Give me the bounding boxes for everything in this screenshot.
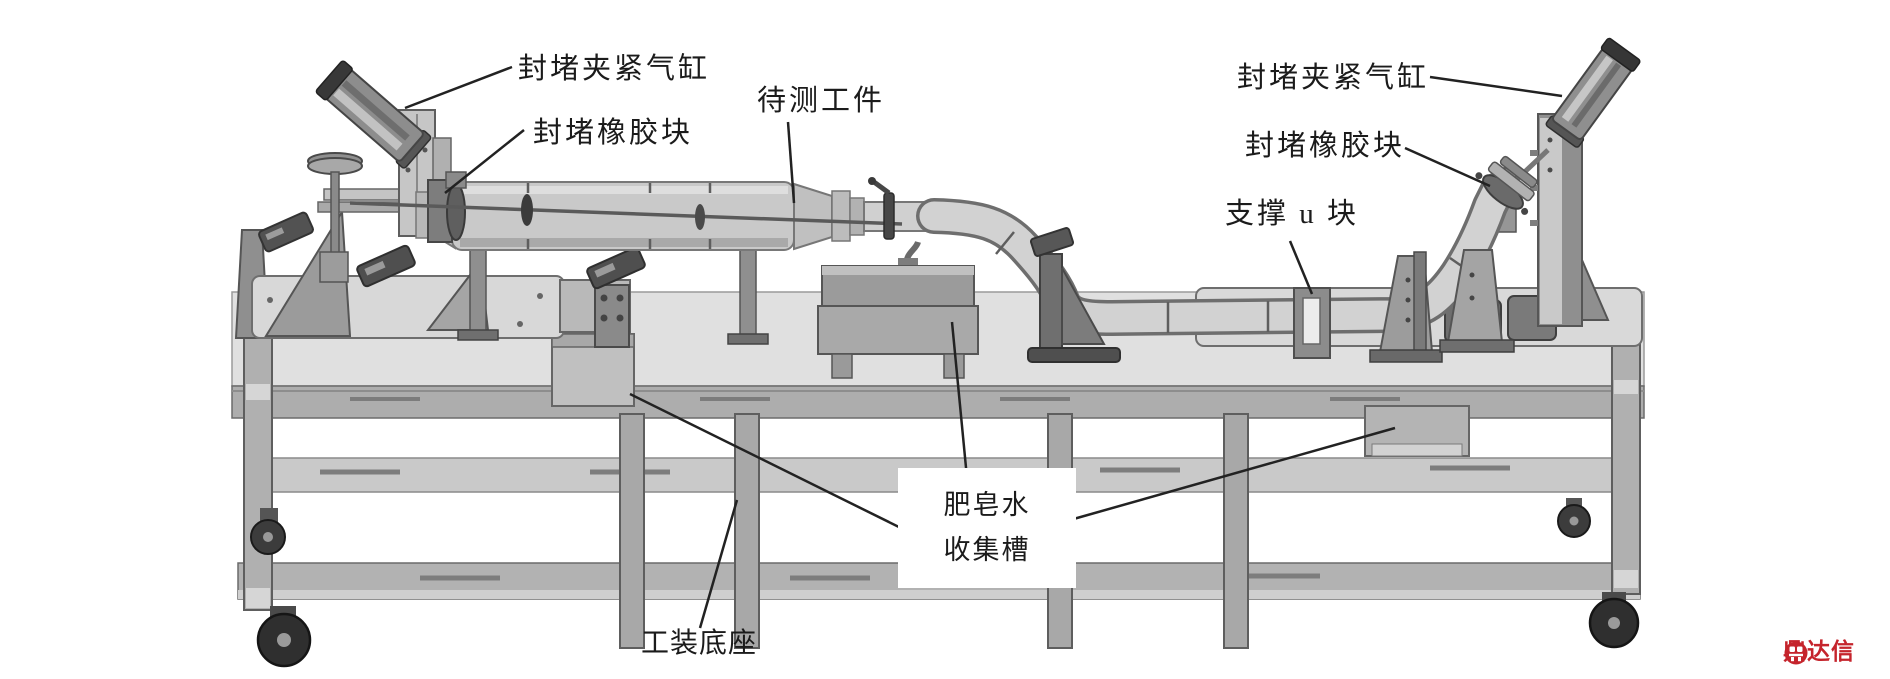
leader-soap-trough-top	[950, 321, 969, 479]
label-soapy-water-line1: 肥皂水	[943, 490, 1031, 521]
rod-flange	[521, 194, 533, 226]
pipe-support-gusset-b	[1439, 249, 1515, 353]
caster-right-rear	[1557, 498, 1591, 538]
leader-clamp-cylinder-left	[404, 65, 513, 110]
watermark-logo-icon	[1784, 641, 1808, 665]
label-soapy-water-collection-trough: 肥皂水 收集槽	[898, 468, 1076, 588]
left-clamp-station	[234, 60, 769, 348]
front-shelf-edge	[238, 590, 1640, 599]
leader-rubber-block-left	[444, 129, 525, 194]
sealing-clamp-cylinder-left	[315, 60, 432, 169]
label-clamp-cylinder-left: 封堵夹紧气缸	[518, 53, 711, 85]
label-soapy-water-line2: 收集槽	[943, 535, 1031, 565]
toggle-clamp-front-right	[586, 246, 646, 290]
handwheel	[307, 152, 363, 283]
pipe-clamp-ring	[868, 177, 895, 240]
leader-tooling-base	[698, 499, 739, 629]
label-support-u-block: 支撑 u 块	[1225, 198, 1360, 230]
muffler-cone	[793, 182, 833, 251]
caster-left-front	[256, 606, 312, 668]
label-clamp-cylinder-right: 封堵夹紧气缸	[1237, 62, 1430, 94]
label-tooling-base: 工装底座	[641, 628, 758, 659]
soap-trough-on-table	[817, 240, 979, 379]
leader-lines	[404, 65, 1563, 629]
pipe-support-bracket-mid	[1027, 227, 1121, 363]
muffler-seams	[526, 183, 712, 249]
leg-mid-a	[619, 413, 645, 649]
label-rubber-block-left: 封堵橡胶块	[533, 117, 694, 149]
support-stand	[739, 245, 757, 339]
leader-soap-trough-right	[1069, 426, 1396, 522]
leader-workpiece	[786, 121, 796, 204]
toggle-clamp-rear	[258, 211, 314, 253]
label-rubber-block-right: 封堵橡胶块	[1245, 130, 1406, 162]
rod-flange	[695, 204, 705, 230]
leg-mid-d	[1223, 413, 1249, 649]
pipe-support-gusset-a	[1369, 251, 1443, 363]
watermark: 鼎达信	[1783, 640, 1855, 665]
sealing-clamp-cylinder-right	[1545, 37, 1641, 148]
sealing-rubber-block-right	[1475, 155, 1538, 215]
caster-right-front	[1588, 592, 1640, 649]
support-stand	[469, 247, 487, 335]
clamp-plate	[594, 284, 630, 348]
support-u-block	[1293, 287, 1331, 359]
leader-clamp-cylinder-right	[1429, 75, 1563, 98]
label-workpiece: 待测工件	[757, 85, 886, 117]
leader-support-u-block	[1288, 240, 1314, 295]
leader-rubber-block-right	[1404, 146, 1491, 188]
leader-soap-trough-left	[629, 392, 906, 532]
caster-left-rear	[250, 508, 286, 555]
leg-right	[1611, 337, 1641, 595]
clamp-rod	[349, 201, 903, 226]
leg-left	[243, 337, 273, 611]
toggle-clamp-front-left	[356, 244, 416, 288]
